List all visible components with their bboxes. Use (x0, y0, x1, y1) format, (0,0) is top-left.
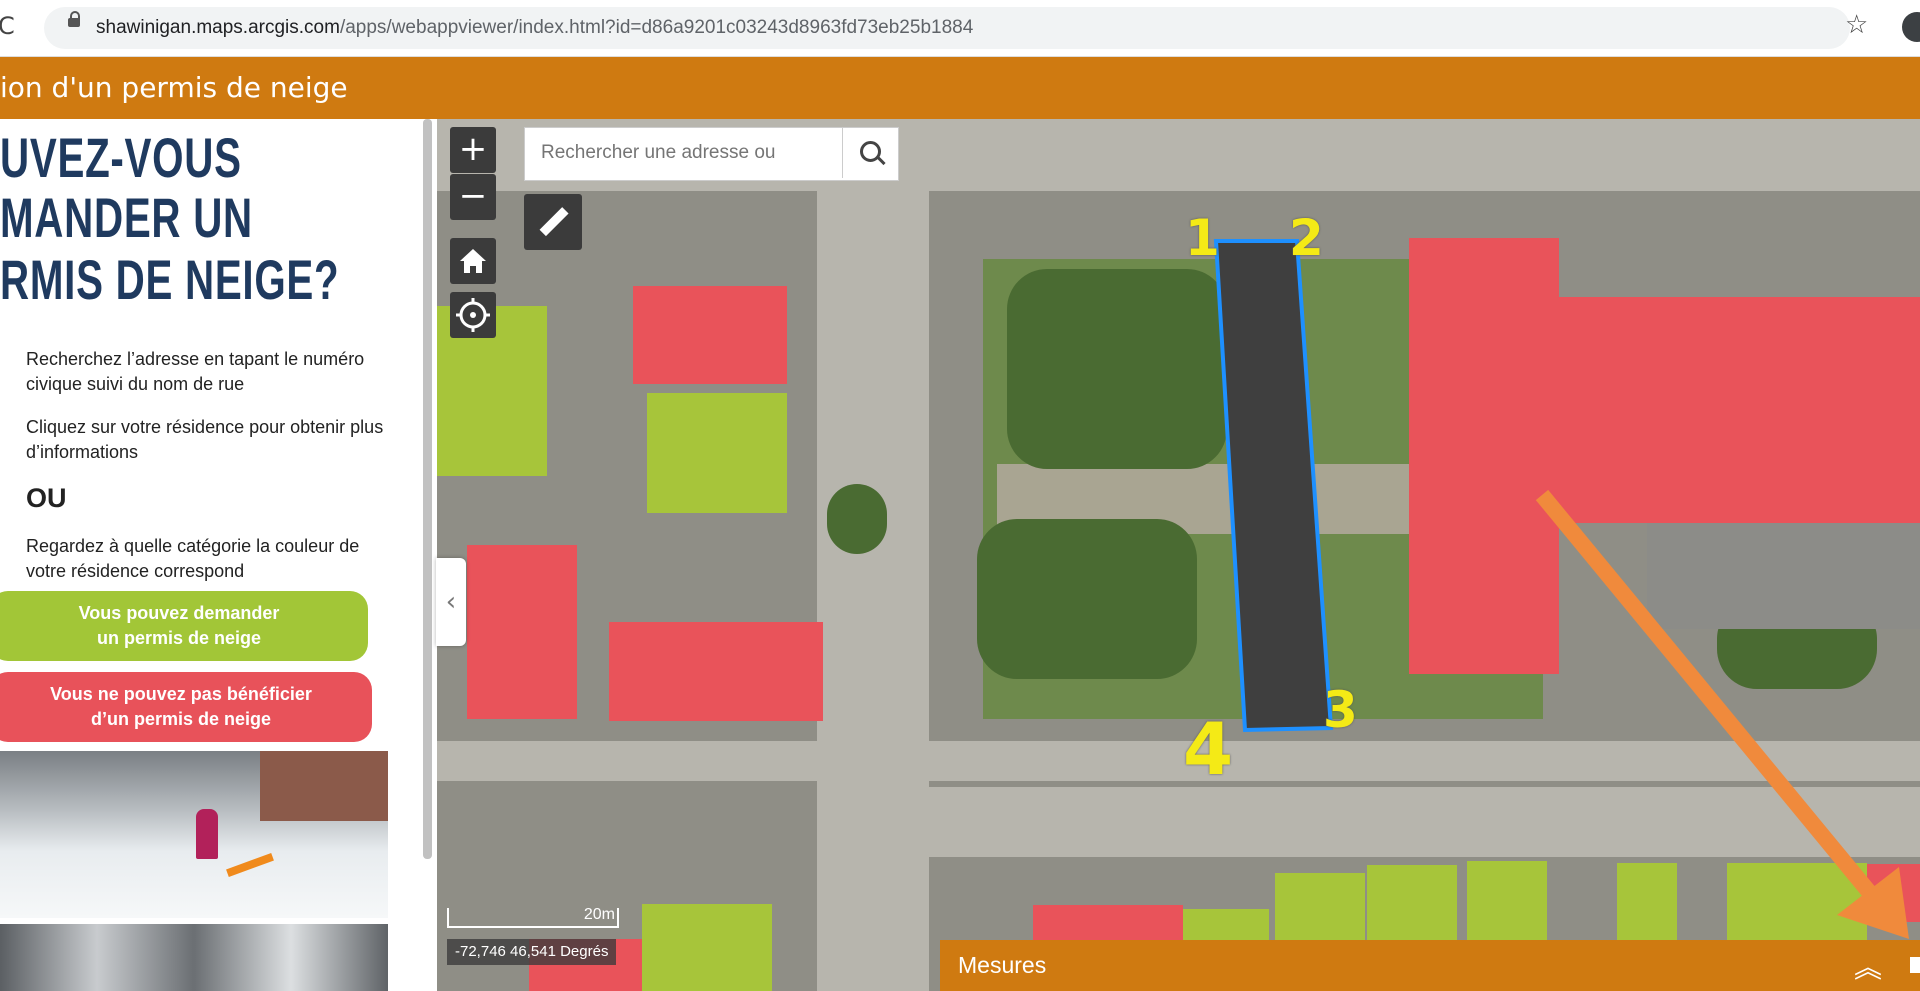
zoom-out-button[interactable]: − (450, 174, 496, 220)
photo-house (260, 751, 388, 821)
reload-icon[interactable]: C (0, 12, 15, 40)
measure-tool-button[interactable] (524, 194, 582, 250)
ruler-icon (539, 207, 569, 237)
panel-heading-line-1: UVEZ-VOUS (0, 126, 242, 189)
search-button[interactable] (843, 128, 898, 178)
road-middle (437, 741, 1920, 781)
corner-label-4: 4 (1183, 707, 1234, 791)
coordinates-readout: -72,746 46,541 Degrés (447, 939, 617, 965)
scale-label: 20m (583, 906, 615, 923)
instruction-legend: Regardez à quelle catégorie la couleur d… (26, 536, 360, 581)
home-icon (460, 249, 486, 273)
map-overlay (1213, 239, 1909, 939)
legend-ineligible: Vous ne pouvez pas bénéficier d’un permis… (0, 672, 372, 742)
tree-cluster (1007, 269, 1227, 469)
lock-icon[interactable] (68, 11, 80, 27)
photo-shovel (226, 853, 274, 877)
legend-ineligible-line-1: Vous ne pouvez pas bénéficier (50, 684, 312, 704)
photo-person (196, 809, 218, 859)
chevron-left-icon: ‹ (445, 587, 457, 617)
browser-toolbar: C shawinigan.maps.arcgis.com/apps/webapp… (0, 0, 1920, 57)
side-panel: UVEZ-VOUS MANDER UN RMIS DE NEIGE? Reche… (0, 119, 432, 991)
address-url[interactable]: shawinigan.maps.arcgis.com/apps/webappvi… (96, 17, 973, 39)
search-icon-handle (876, 155, 886, 166)
chevron-up-icon[interactable]: ︽ (1853, 951, 1882, 984)
building-ineligible[interactable] (467, 545, 577, 719)
or-separator: OU (26, 483, 67, 513)
star-icon[interactable]: ☆ (1845, 10, 1869, 40)
building-eligible[interactable] (642, 904, 772, 991)
legend-ineligible-line-2: d’un permis de neige (90, 709, 272, 729)
panel-scrollbar[interactable] (423, 119, 432, 859)
profile-avatar[interactable] (1902, 12, 1920, 42)
crosshair-icon (456, 298, 490, 332)
building-ineligible[interactable] (609, 622, 823, 721)
arrow-head (1837, 867, 1909, 939)
building-eligible[interactable] (647, 393, 787, 513)
legend-eligible-line-2: un permis de neige (96, 628, 262, 648)
selected-parcel[interactable] (1213, 239, 1334, 733)
tree-cluster (827, 484, 887, 554)
building-ineligible[interactable] (1533, 297, 1920, 523)
search-input[interactable] (525, 128, 843, 178)
instruction-click: Cliquez sur votre résidence pour obtenir… (26, 417, 384, 462)
tree-cluster (977, 519, 1197, 679)
corner-label-1: 1 (1185, 209, 1220, 267)
collapse-panel-button[interactable]: ‹ (436, 558, 466, 646)
arrow-shaft (1535, 489, 1900, 927)
legend-eligible: Vous pouvez demander un permis de neige (0, 591, 368, 661)
panel-heading-line-2: MANDER UN (0, 186, 253, 249)
search-icon (860, 141, 881, 162)
map-view[interactable]: 1 2 3 4 ❄ (437, 119, 1920, 991)
legend-eligible-line-1: Vous pouvez demander (78, 603, 280, 623)
app-header: ion d'un permis de neige (0, 57, 1920, 119)
address-bar[interactable]: shawinigan.maps.arcgis.com/apps/webappvi… (44, 7, 1850, 49)
panel-heading-line-3: RMIS DE NEIGE? (0, 248, 340, 311)
corner-label-3: 3 (1323, 681, 1358, 739)
address-search[interactable] (524, 127, 899, 181)
home-button[interactable] (450, 238, 496, 284)
snowy-street-photo (0, 924, 388, 991)
zoom-in-button[interactable]: + (450, 127, 496, 173)
locate-button[interactable] (450, 292, 496, 338)
road-bottom (837, 787, 1920, 857)
measure-panel-header[interactable]: Mesures ︽ (940, 940, 1920, 991)
url-path: /apps/webappviewer/index.html?id=d86a920… (339, 17, 974, 38)
panel-maximize-icon[interactable] (1910, 957, 1920, 973)
instruction-search: Recherchez l’adresse en tapant le numéro… (26, 349, 365, 394)
corner-label-2: 2 (1289, 209, 1324, 267)
app-title: ion d'un permis de neige (0, 71, 348, 104)
snow-shoveling-photo (0, 751, 388, 918)
scale-bar: 20m (447, 906, 619, 928)
url-host: shawinigan.maps.arcgis.com (96, 17, 340, 38)
measure-panel-title: Mesures (958, 952, 1047, 978)
building-ineligible[interactable] (633, 286, 787, 384)
